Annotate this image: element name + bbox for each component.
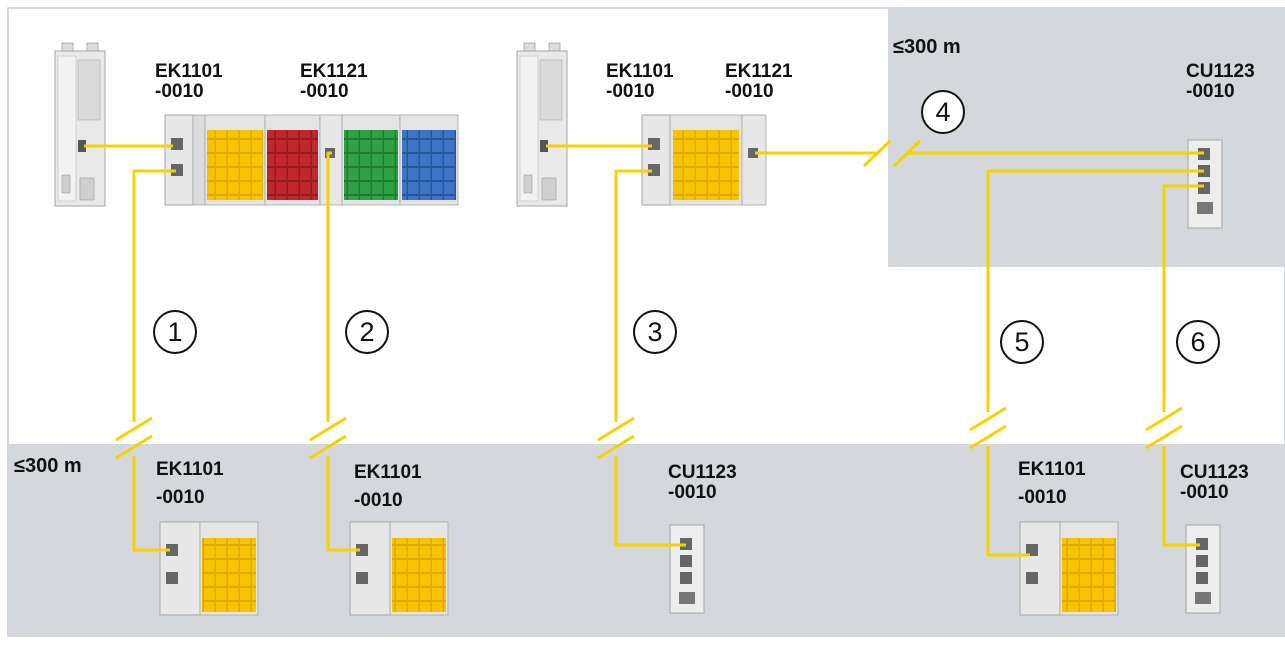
- connection-number-5: 5: [1000, 320, 1044, 364]
- cable-2-upper: [326, 151, 332, 422]
- cable-5-upper: [986, 169, 1204, 412]
- label-ek1121-top-left: EK1121 -0010: [300, 61, 368, 102]
- terminal-block-top-left: [164, 114, 459, 206]
- connection-number-1: 1: [153, 310, 197, 354]
- cable-break-marks: [115, 139, 1183, 460]
- ethercat-cables: [84, 144, 1204, 557]
- cu1123-switch-bottom-3: [669, 524, 705, 614]
- cable-5-lower: [986, 446, 1030, 557]
- label-ek1121-top-middle: EK1121 -0010: [725, 61, 793, 102]
- break-mark-1b: [115, 434, 153, 460]
- terminal-block-bottom-2: [349, 521, 449, 616]
- connection-number-4: 4: [921, 90, 965, 134]
- distance-label-top-right: ≤300 m: [893, 36, 961, 58]
- label-ek1101-bottom-1: EK1101 -0010: [156, 459, 224, 508]
- terminal-block-bottom-1: [159, 521, 259, 616]
- terminal-block-bottom-5: [1019, 521, 1119, 616]
- cable-3-upper: [614, 169, 652, 422]
- cable-6-lower: [1162, 446, 1200, 547]
- break-mark-6b: [1145, 424, 1183, 450]
- label-ek1101-top-left: EK1101 -0010: [155, 61, 223, 102]
- break-mark-5a: [969, 406, 1007, 432]
- distance-label-bottom-left: ≤300 m: [14, 455, 82, 477]
- break-mark-6a: [1145, 406, 1183, 432]
- ipc-controller-left: [54, 42, 106, 207]
- break-mark-4b: [892, 139, 922, 168]
- label-ek1101-top-middle: EK1101 -0010: [606, 61, 674, 102]
- break-mark-3a: [597, 416, 635, 442]
- connection-number-2: 2: [345, 310, 389, 354]
- label-ek1101-bottom-2: EK1101 -0010: [354, 462, 422, 511]
- break-mark-1a: [115, 416, 153, 442]
- terminal-block-top-middle: [641, 114, 767, 206]
- label-cu1123-top: CU1123 -0010: [1186, 61, 1255, 102]
- connection-number-6: 6: [1176, 320, 1220, 364]
- label-cu1123-bottom-3: CU1123 -0010: [668, 462, 737, 503]
- break-mark-2a: [309, 416, 347, 442]
- break-mark-4a: [862, 139, 892, 168]
- ipc-controller-middle: [516, 42, 568, 207]
- cable-3-lower: [614, 456, 686, 547]
- connection-number-3: 3: [633, 310, 677, 354]
- break-mark-2b: [309, 434, 347, 460]
- cable-6-upper: [1162, 184, 1204, 412]
- cable-1-upper: [132, 169, 176, 422]
- cu1123-switch-top: [1187, 139, 1223, 229]
- cable-2-lower: [326, 456, 360, 552]
- label-ek1101-bottom-5: EK1101 -0010: [1018, 459, 1086, 508]
- label-cu1123-bottom-6: CU1123 -0010: [1180, 462, 1249, 503]
- cu1123-switch-bottom-6: [1185, 524, 1221, 614]
- break-mark-5b: [969, 424, 1007, 450]
- break-mark-3b: [597, 434, 635, 460]
- cable-1-lower: [132, 456, 170, 552]
